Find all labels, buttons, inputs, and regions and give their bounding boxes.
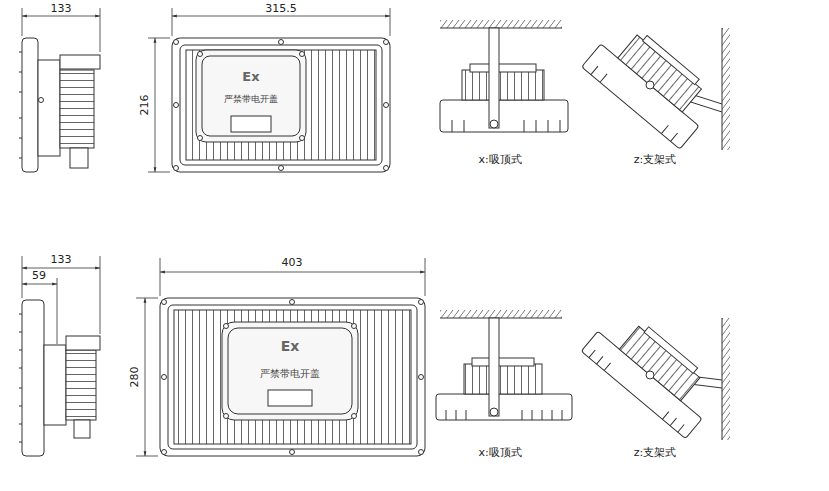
bracket-mount xyxy=(581,304,730,440)
mount-drawings xyxy=(440,16,730,150)
inner-frame xyxy=(180,45,382,165)
base-fins xyxy=(452,120,560,132)
dimension-line xyxy=(172,16,390,17)
heatsink-fins xyxy=(174,310,411,444)
mount-caption: z:支架式 xyxy=(632,154,678,166)
pivot xyxy=(490,120,498,128)
tilted-lamp xyxy=(582,16,722,149)
ceiling-line xyxy=(440,28,562,29)
dimension-line xyxy=(155,38,156,172)
bolts xyxy=(174,40,389,171)
dimension-text: 315.5 xyxy=(263,3,299,15)
outer-frame xyxy=(172,38,390,172)
dimension-text: 133 xyxy=(49,3,74,15)
ceiling-mount xyxy=(440,20,568,132)
label-panel xyxy=(222,322,358,420)
ex-mark: Ex xyxy=(240,70,261,84)
front-view-large xyxy=(160,298,425,456)
junction-box xyxy=(66,336,100,350)
cover-plate xyxy=(22,300,44,456)
side-view-large xyxy=(19,300,100,456)
wall-line xyxy=(722,28,723,150)
bolts xyxy=(162,300,424,455)
dimension-text: 280 xyxy=(129,365,141,390)
heatsink xyxy=(66,350,96,420)
front-view-small xyxy=(172,38,390,172)
housing xyxy=(38,60,60,156)
dimension-text: 59 xyxy=(30,270,48,282)
pivot xyxy=(646,81,654,89)
dimension-lines xyxy=(22,256,425,456)
heatsink-fins xyxy=(186,50,376,160)
nameplate xyxy=(231,116,271,132)
mount-rod xyxy=(489,28,499,128)
ceiling-hatch xyxy=(440,20,562,28)
cable-gland xyxy=(70,148,88,168)
housing xyxy=(44,345,66,425)
bracket-mount xyxy=(582,16,730,150)
label-panel-inner xyxy=(228,328,352,414)
dimension-text: 403 xyxy=(280,257,305,269)
side-view-small xyxy=(19,38,100,172)
warning-text: 严禁带电开盖 xyxy=(222,95,280,105)
dimension-line xyxy=(22,16,100,17)
plate-fins xyxy=(19,52,22,158)
ceiling-mount xyxy=(436,310,572,420)
mount-caption: x:吸顶式 xyxy=(476,154,523,166)
cable-gland xyxy=(74,420,90,438)
plate-fins xyxy=(19,314,22,442)
inner-frame xyxy=(168,305,417,449)
wall-hatch xyxy=(722,28,730,150)
lamp-body xyxy=(462,70,544,100)
mount-caption: x:吸顶式 xyxy=(476,447,523,459)
nameplate xyxy=(268,390,312,406)
warning-text: 严禁带电开盖 xyxy=(258,368,322,379)
mount-drawings xyxy=(436,304,730,440)
heatsink xyxy=(60,70,94,148)
ex-mark: Ex xyxy=(279,339,302,354)
label-panel-inner xyxy=(202,56,300,136)
outer-frame xyxy=(160,298,425,456)
dimension-text: 216 xyxy=(139,93,151,118)
lamp-base xyxy=(440,100,568,132)
dimension-text: 133 xyxy=(49,254,74,266)
mount-caption: z:支架式 xyxy=(632,447,678,459)
bolt xyxy=(39,98,44,103)
junction-box xyxy=(60,55,100,69)
dimension-lines xyxy=(22,8,390,172)
lamp-cap xyxy=(470,64,536,72)
cover-plate xyxy=(22,38,38,172)
label-panel xyxy=(196,50,306,142)
